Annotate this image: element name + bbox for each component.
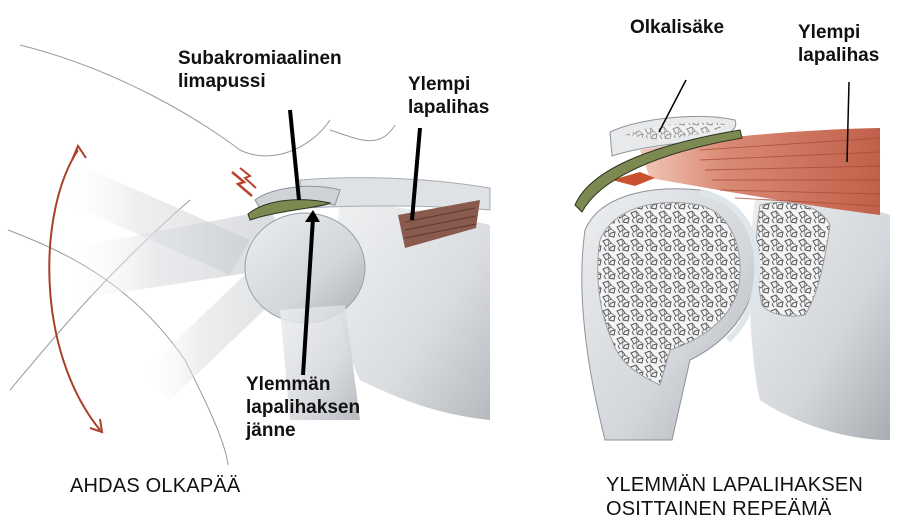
left-caption: AHDAS OLKAPÄÄ	[70, 474, 240, 498]
skin-contour-line	[330, 125, 395, 141]
bursa-label: Subakromiaalinen limapussi	[178, 47, 342, 93]
tendon-label: Ylemmän lapalihaksen jänne	[246, 373, 360, 442]
pain-zigzag-icon	[240, 168, 256, 188]
right-caption: YLEMMÄN LAPALIHAKSEN OSITTAINEN REPEÄMÄ	[606, 473, 863, 521]
right-illustration	[575, 80, 890, 440]
supraspinatus-label-right: Ylempi lapalihas	[798, 21, 879, 67]
acromion-label: Olkalisäke	[630, 16, 724, 39]
supraspinatus-label-left: Ylempi lapalihas	[408, 73, 489, 119]
humeral-head	[245, 213, 365, 323]
bursa-pointer-line	[290, 110, 299, 200]
